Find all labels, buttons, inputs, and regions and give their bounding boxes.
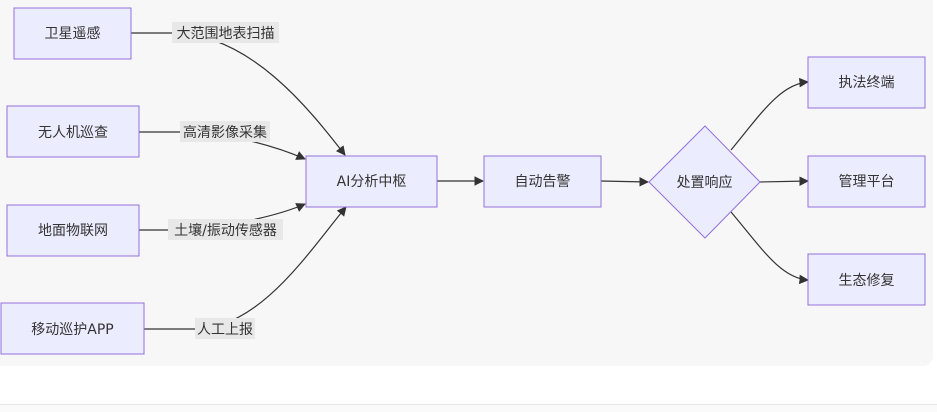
nodes: 卫星遥感 无人机巡查 地面物联网 移动巡护APP AI分析中枢 自动告警 处置响… bbox=[0, 7, 926, 355]
node-eco-label: 生态修复 bbox=[839, 272, 895, 289]
edge-alert-decision bbox=[600, 177, 649, 187]
node-alert-label: 自动告警 bbox=[515, 174, 571, 190]
edge-label-satellite-ai: 大范围地表扫描 bbox=[177, 25, 275, 42]
edge-decision-platform bbox=[759, 176, 809, 186]
node-app-label: 移动巡护APP bbox=[31, 322, 113, 338]
node-terminal-label: 执法终端 bbox=[839, 75, 895, 91]
node-platform-label: 管理平台 bbox=[839, 174, 895, 190]
node-eco[interactable]: 生态修复 bbox=[807, 253, 926, 306]
edge-decision-eco bbox=[730, 211, 809, 285]
node-iot-label: 地面物联网 bbox=[38, 223, 108, 239]
node-ai-label: AI分析中枢 bbox=[337, 174, 407, 190]
node-ai[interactable]: AI分析中枢 bbox=[305, 155, 438, 208]
edge-label-iot-ai: 土壤/振动传感器 bbox=[174, 222, 277, 239]
node-decision-label: 处置响应 bbox=[677, 174, 733, 191]
node-terminal[interactable]: 执法终端 bbox=[807, 56, 926, 109]
bottom-divider bbox=[0, 404, 937, 412]
node-drone-label: 无人机巡查 bbox=[38, 125, 108, 141]
edge-label-drone-ai: 高清影像采集 bbox=[183, 124, 267, 141]
node-iot[interactable]: 地面物联网 bbox=[6, 204, 140, 257]
node-alert[interactable]: 自动告警 bbox=[483, 155, 602, 208]
diagram-canvas bbox=[0, 0, 933, 366]
node-drone[interactable]: 无人机巡查 bbox=[6, 105, 140, 158]
edge-decision-terminal bbox=[730, 77, 809, 151]
edge-labels: 大范围地表扫描 高清影像采集 土壤/振动传感器 人工上报 bbox=[168, 22, 283, 339]
node-app[interactable]: 移动巡护APP bbox=[0, 302, 145, 355]
node-decision[interactable]: 处置响应 bbox=[648, 125, 761, 239]
edge-label-app-ai: 人工上报 bbox=[197, 322, 253, 338]
node-platform[interactable]: 管理平台 bbox=[807, 155, 926, 208]
node-satellite[interactable]: 卫星遥感 bbox=[13, 7, 132, 60]
node-satellite-label: 卫星遥感 bbox=[45, 25, 101, 42]
